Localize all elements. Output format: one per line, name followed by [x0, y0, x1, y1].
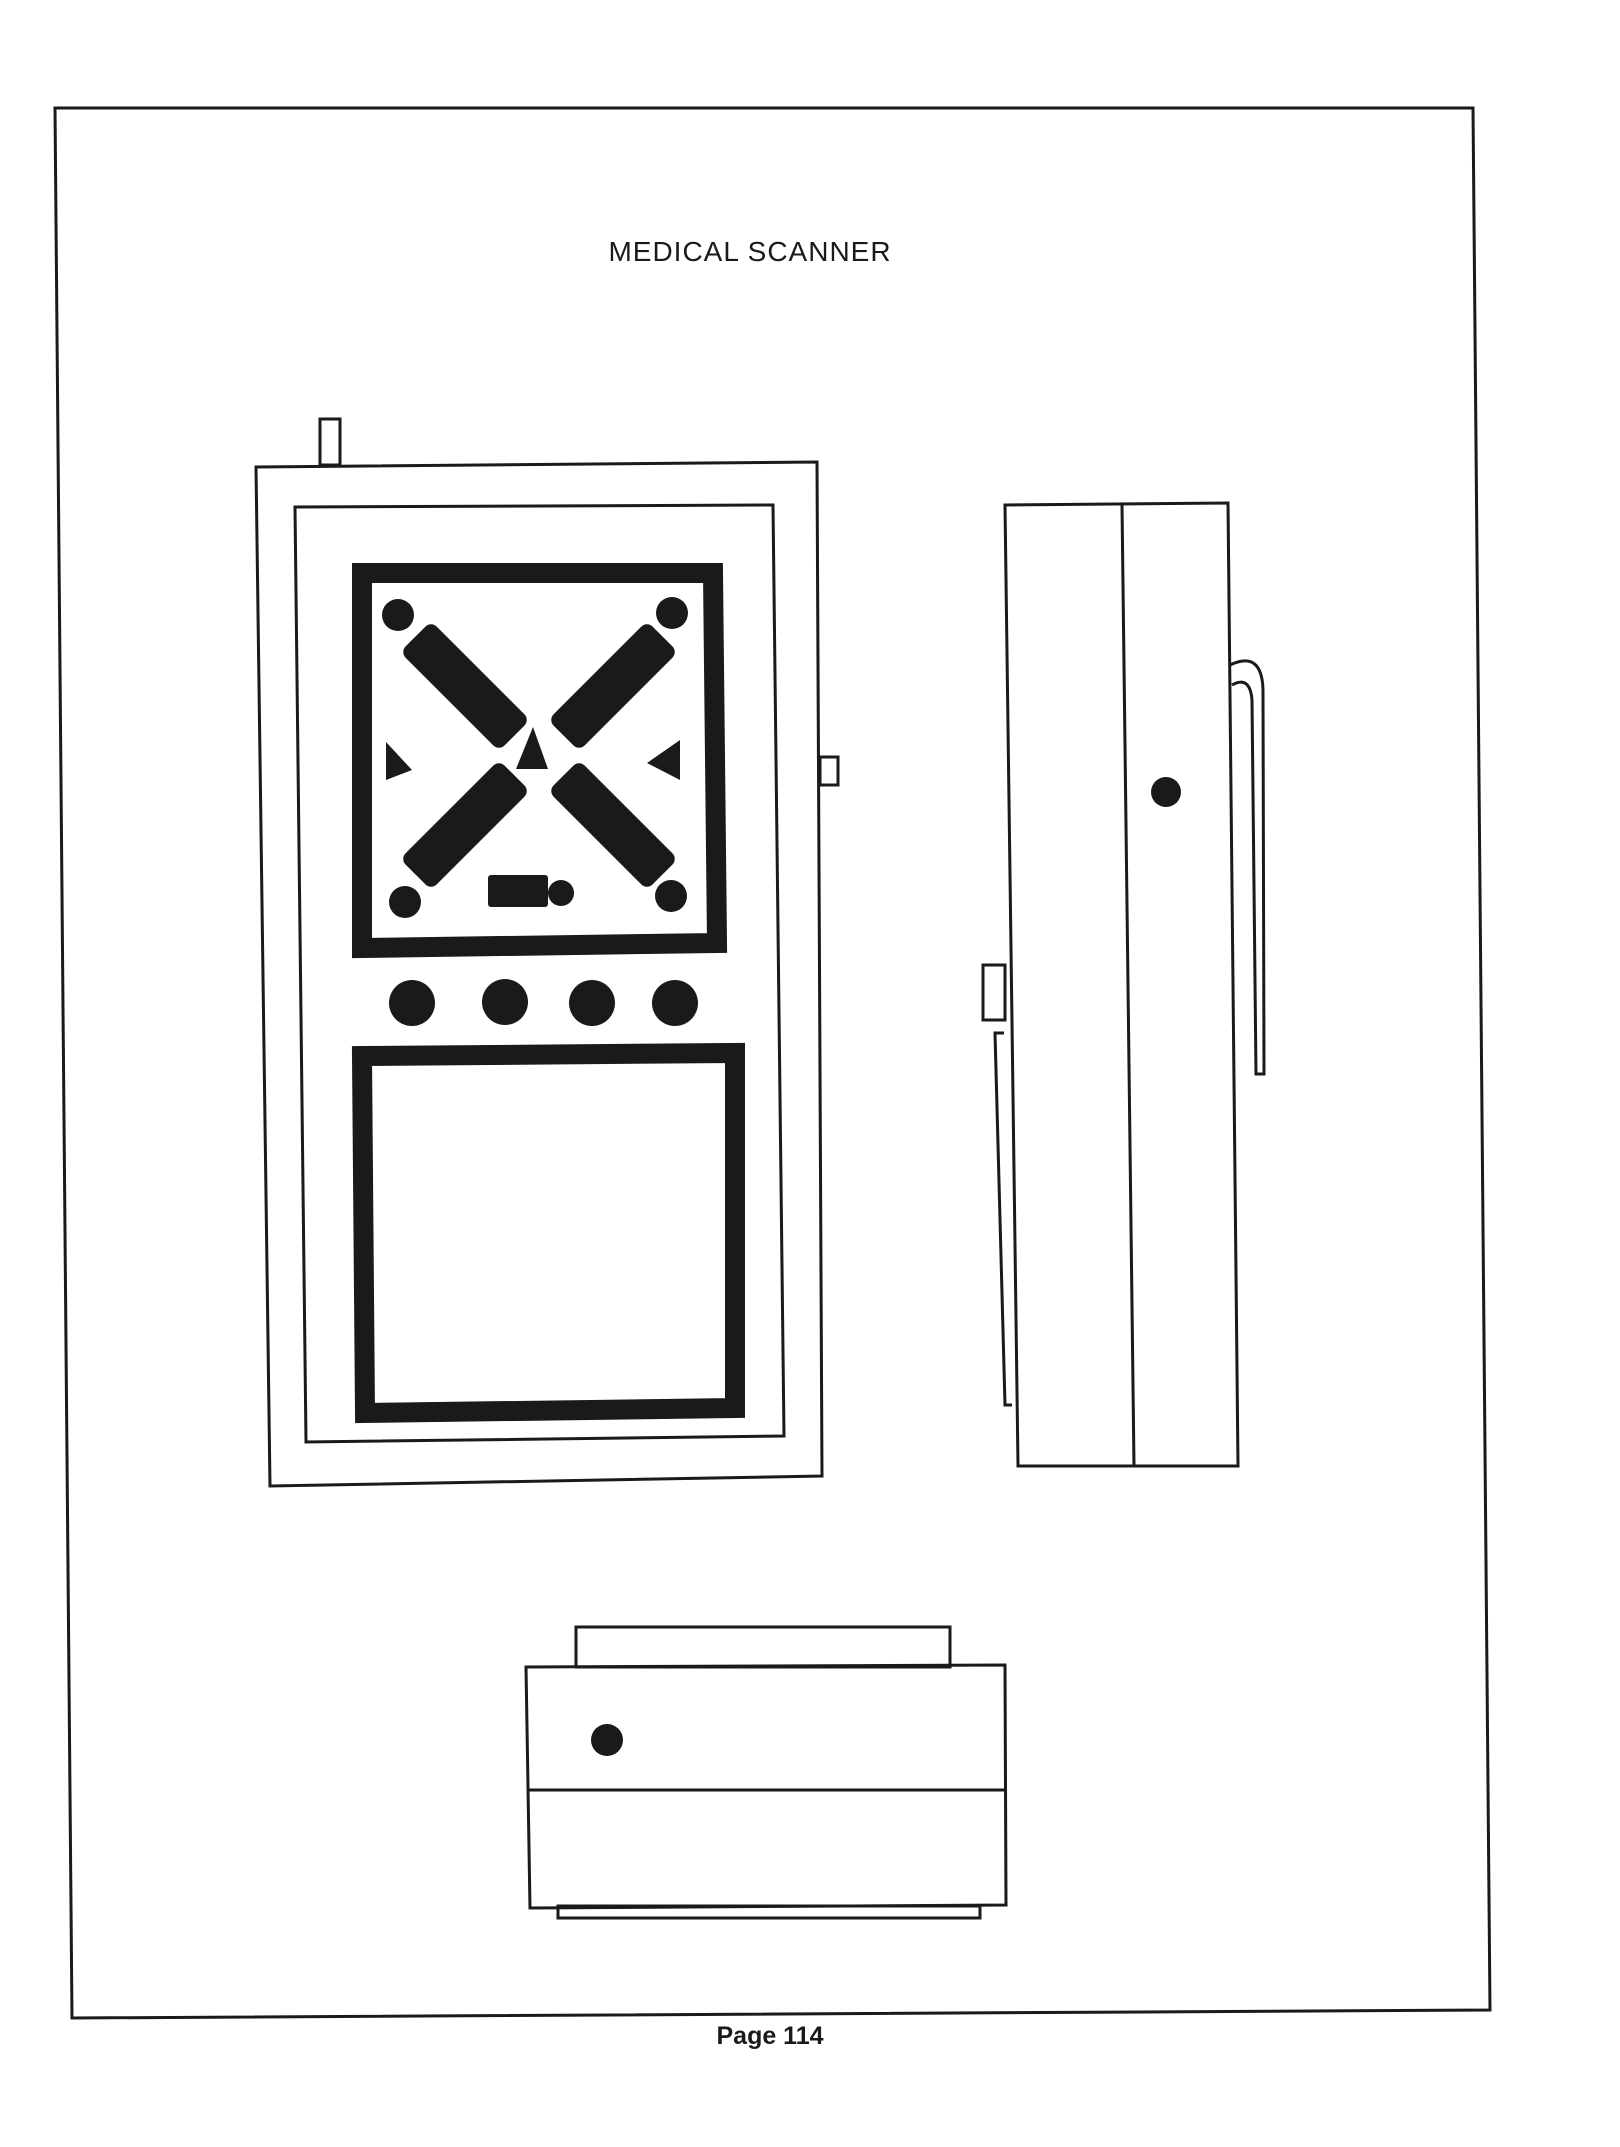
indicator-rect — [488, 875, 548, 907]
side-switch — [818, 755, 840, 787]
page-number: Page 114 — [716, 2022, 824, 2050]
arrow-left — [386, 742, 412, 780]
page-border — [53, 106, 1492, 2020]
side-view — [981, 501, 1266, 1468]
front-housing — [254, 460, 824, 1488]
control-buttons — [389, 979, 698, 1026]
indicator-block — [488, 875, 574, 907]
button-4 — [652, 980, 698, 1026]
arrows — [386, 727, 680, 780]
bottom-view-dot — [591, 1724, 623, 1756]
dot-bottom-right — [655, 880, 687, 912]
dot-top-right — [656, 597, 688, 629]
side-view-switch — [981, 963, 1007, 1022]
bottom-top-strip — [574, 1625, 952, 1669]
corner-dots — [382, 597, 688, 918]
x-bar-upper-right — [551, 624, 675, 748]
x-bar-upper-left — [403, 624, 527, 748]
bottom-view — [524, 1625, 1008, 1920]
side-division-line — [1120, 504, 1136, 1467]
button-1 — [389, 980, 435, 1026]
arrow-right — [647, 740, 680, 780]
dot-top-left — [382, 599, 414, 631]
belt-clip — [1229, 659, 1266, 1076]
side-view-dot — [1151, 777, 1181, 807]
indicator-knob — [548, 880, 574, 906]
x-bar-lower-right — [551, 763, 675, 887]
button-3 — [569, 980, 615, 1026]
arrow-up — [516, 727, 548, 769]
display-screen — [352, 563, 728, 959]
lower-screen — [351, 1042, 745, 1424]
antenna — [318, 417, 342, 467]
button-2 — [482, 979, 528, 1025]
display-frame — [352, 563, 728, 959]
front-inner-panel — [293, 503, 786, 1444]
diagram-title: MEDICAL SCANNER — [608, 236, 892, 267]
bottom-base-strip — [556, 1904, 982, 1920]
front-view — [254, 417, 840, 1488]
bottom-body — [524, 1663, 1008, 1910]
x-symbol — [403, 624, 675, 887]
side-housing — [1003, 501, 1240, 1468]
dot-bottom-left — [389, 886, 421, 918]
side-strip — [993, 1031, 1012, 1407]
x-bar-lower-left — [403, 763, 527, 887]
